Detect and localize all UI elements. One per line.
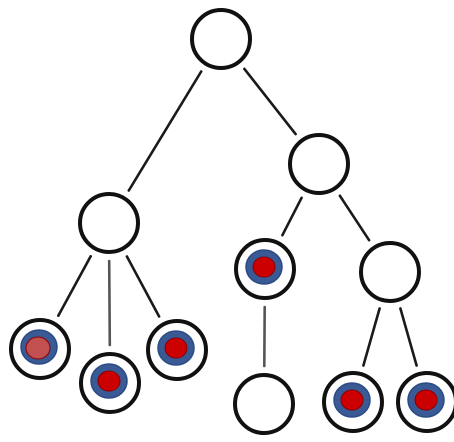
red-marker-icon bbox=[415, 390, 437, 410]
red-marker-icon bbox=[341, 390, 363, 410]
node-left-leaf-2 bbox=[81, 354, 139, 412]
red-marker-icon bbox=[26, 337, 50, 359]
red-marker-icon bbox=[98, 371, 120, 391]
edge-root-to-left-child bbox=[129, 72, 201, 191]
node-right-leaf-1 bbox=[324, 373, 382, 431]
node-ring bbox=[80, 194, 138, 252]
node-ring bbox=[192, 10, 250, 68]
edge-right-inner-to-right-leaf-1 bbox=[363, 309, 379, 366]
edge-root-to-right-child bbox=[244, 69, 295, 134]
edge-right-child-to-mid-marked bbox=[282, 198, 301, 235]
node-right-child bbox=[290, 135, 348, 193]
node-root bbox=[192, 10, 250, 68]
node-mid-leaf bbox=[235, 375, 293, 433]
edge-right-child-to-right-inner bbox=[340, 196, 369, 240]
red-marker-icon bbox=[253, 257, 275, 277]
edge-left-child-to-left-leaf-1 bbox=[58, 256, 90, 315]
node-right-leaf-2 bbox=[398, 373, 454, 431]
red-marker-icon bbox=[165, 338, 187, 358]
nodes-layer bbox=[11, 10, 454, 433]
node-left-child bbox=[80, 194, 138, 252]
node-left-leaf-1 bbox=[11, 320, 69, 378]
node-mid-marked bbox=[236, 240, 294, 298]
edge-right-inner-to-right-leaf-2 bbox=[400, 309, 416, 366]
node-left-leaf-3 bbox=[148, 321, 206, 379]
node-ring bbox=[235, 375, 293, 433]
edge-left-child-to-left-leaf-2 bbox=[109, 261, 110, 345]
edge-left-child-to-left-leaf-3 bbox=[127, 257, 159, 317]
node-ring bbox=[361, 243, 419, 301]
node-right-inner bbox=[361, 243, 419, 301]
node-ring bbox=[290, 135, 348, 193]
